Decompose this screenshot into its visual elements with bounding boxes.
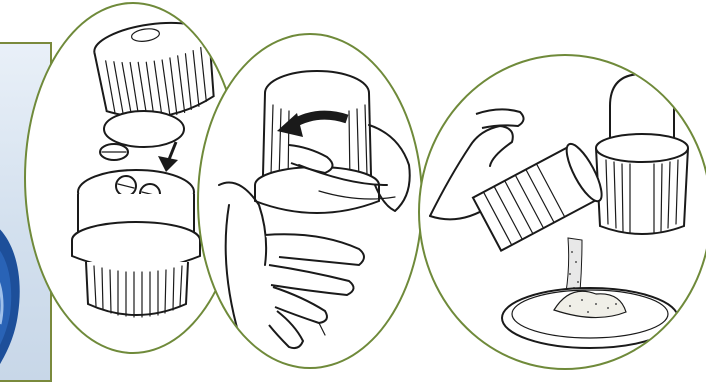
twisting-hands-illustration bbox=[199, 35, 423, 369]
down-arrow-icon bbox=[158, 142, 178, 172]
step-3-panel bbox=[418, 54, 706, 370]
pouring-powder-illustration bbox=[420, 56, 706, 370]
step-2-panel bbox=[197, 33, 423, 369]
